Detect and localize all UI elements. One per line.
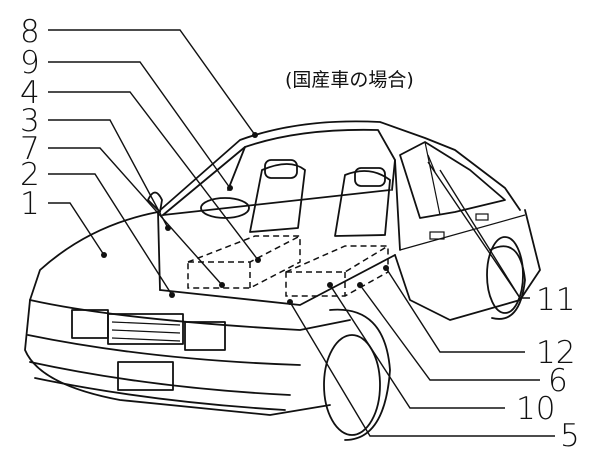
label-7: 7 <box>20 131 40 167</box>
leader-10 <box>329 284 505 409</box>
label-6: 6 <box>548 363 568 399</box>
leader-4 <box>48 91 259 261</box>
leader-7 <box>48 147 223 286</box>
label-12: 12 <box>536 335 575 371</box>
label-8: 8 <box>20 14 40 50</box>
label-5: 5 <box>560 418 580 450</box>
leader-9 <box>48 61 231 189</box>
label-9: 9 <box>20 45 40 81</box>
label-11: 11 <box>536 282 575 318</box>
label-4: 4 <box>20 75 40 111</box>
leader-3 <box>48 119 169 229</box>
label-3: 3 <box>20 103 40 139</box>
leader-11 <box>427 161 530 299</box>
callout-labels: 8 9 4 3 7 2 1 11 12 6 10 5 <box>20 14 580 450</box>
leader-8 <box>48 29 256 136</box>
label-10: 10 <box>516 391 555 427</box>
leader-5 <box>289 301 555 437</box>
leader-6 <box>359 284 540 381</box>
diagram-caption: (国産車の場合) <box>285 69 414 91</box>
leader-1 <box>48 202 105 256</box>
label-2: 2 <box>20 157 40 193</box>
leader-2 <box>48 173 173 296</box>
label-1: 1 <box>20 186 40 222</box>
leader-lines <box>48 29 555 437</box>
car-body <box>24 120 541 441</box>
leader-12 <box>385 267 525 353</box>
